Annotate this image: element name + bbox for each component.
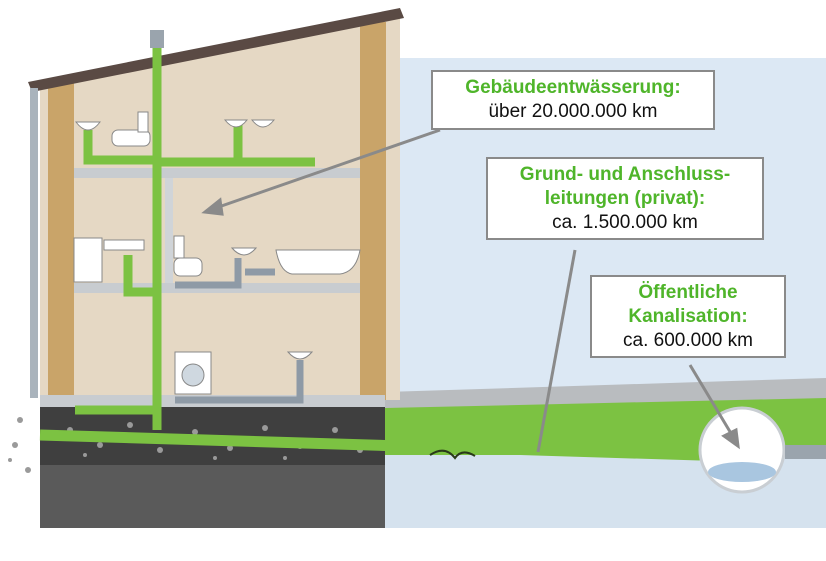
callout-public-title-line1: Öffentliche (638, 282, 738, 303)
green-pipes (39, 40, 701, 461)
roof (28, 8, 404, 92)
left-brick-wall (48, 80, 74, 400)
callout-private-title-line2: leitungen (privat): (544, 187, 706, 209)
callout-building-drainage: Gebäudeentwässerung: über 20.000.000 km (431, 70, 715, 130)
floor-upper (74, 168, 360, 178)
right-brick-wall (360, 22, 386, 400)
callout-private-pipes: Grund- und Anschluss- leitungen (privat)… (486, 157, 764, 241)
washbasin-upper-icon (74, 121, 102, 131)
callout-arrows (201, 128, 740, 453)
dishwasher-icon (73, 237, 103, 283)
rain-downpipe (30, 88, 38, 398)
washbasins-double-icon (223, 119, 276, 128)
washing-machine-icon (174, 351, 212, 395)
interior-wall (165, 178, 173, 283)
callout-public-value: ca. 600.000 km (623, 329, 753, 351)
callout-building-title: Gebäudeentwässerung: (465, 77, 681, 98)
callout-private-title-line1: Grund- und Anschluss- (519, 164, 731, 185)
callout-private-value: ca. 1.500.000 km (552, 211, 698, 233)
bathtub-icon (275, 249, 361, 275)
toilet-middle-icon (173, 235, 203, 277)
washbasin-basement-icon (286, 351, 314, 360)
sewer-water (708, 462, 776, 482)
grey-pipes (175, 258, 304, 404)
tree-roots-icon (429, 449, 476, 460)
sewer-main-pipe (785, 445, 826, 459)
sink-icon (103, 239, 145, 251)
toilet-upper-icon (111, 111, 151, 147)
vent-cap (150, 30, 164, 48)
washbasin-middle-icon (230, 247, 258, 256)
callout-public-title-line2: Kanalisation: (628, 305, 748, 327)
callout-public-sewer: Öffentliche Kanalisation: ca. 600.000 km (590, 275, 786, 359)
callout-building-value: über 20.000.000 km (488, 100, 658, 122)
